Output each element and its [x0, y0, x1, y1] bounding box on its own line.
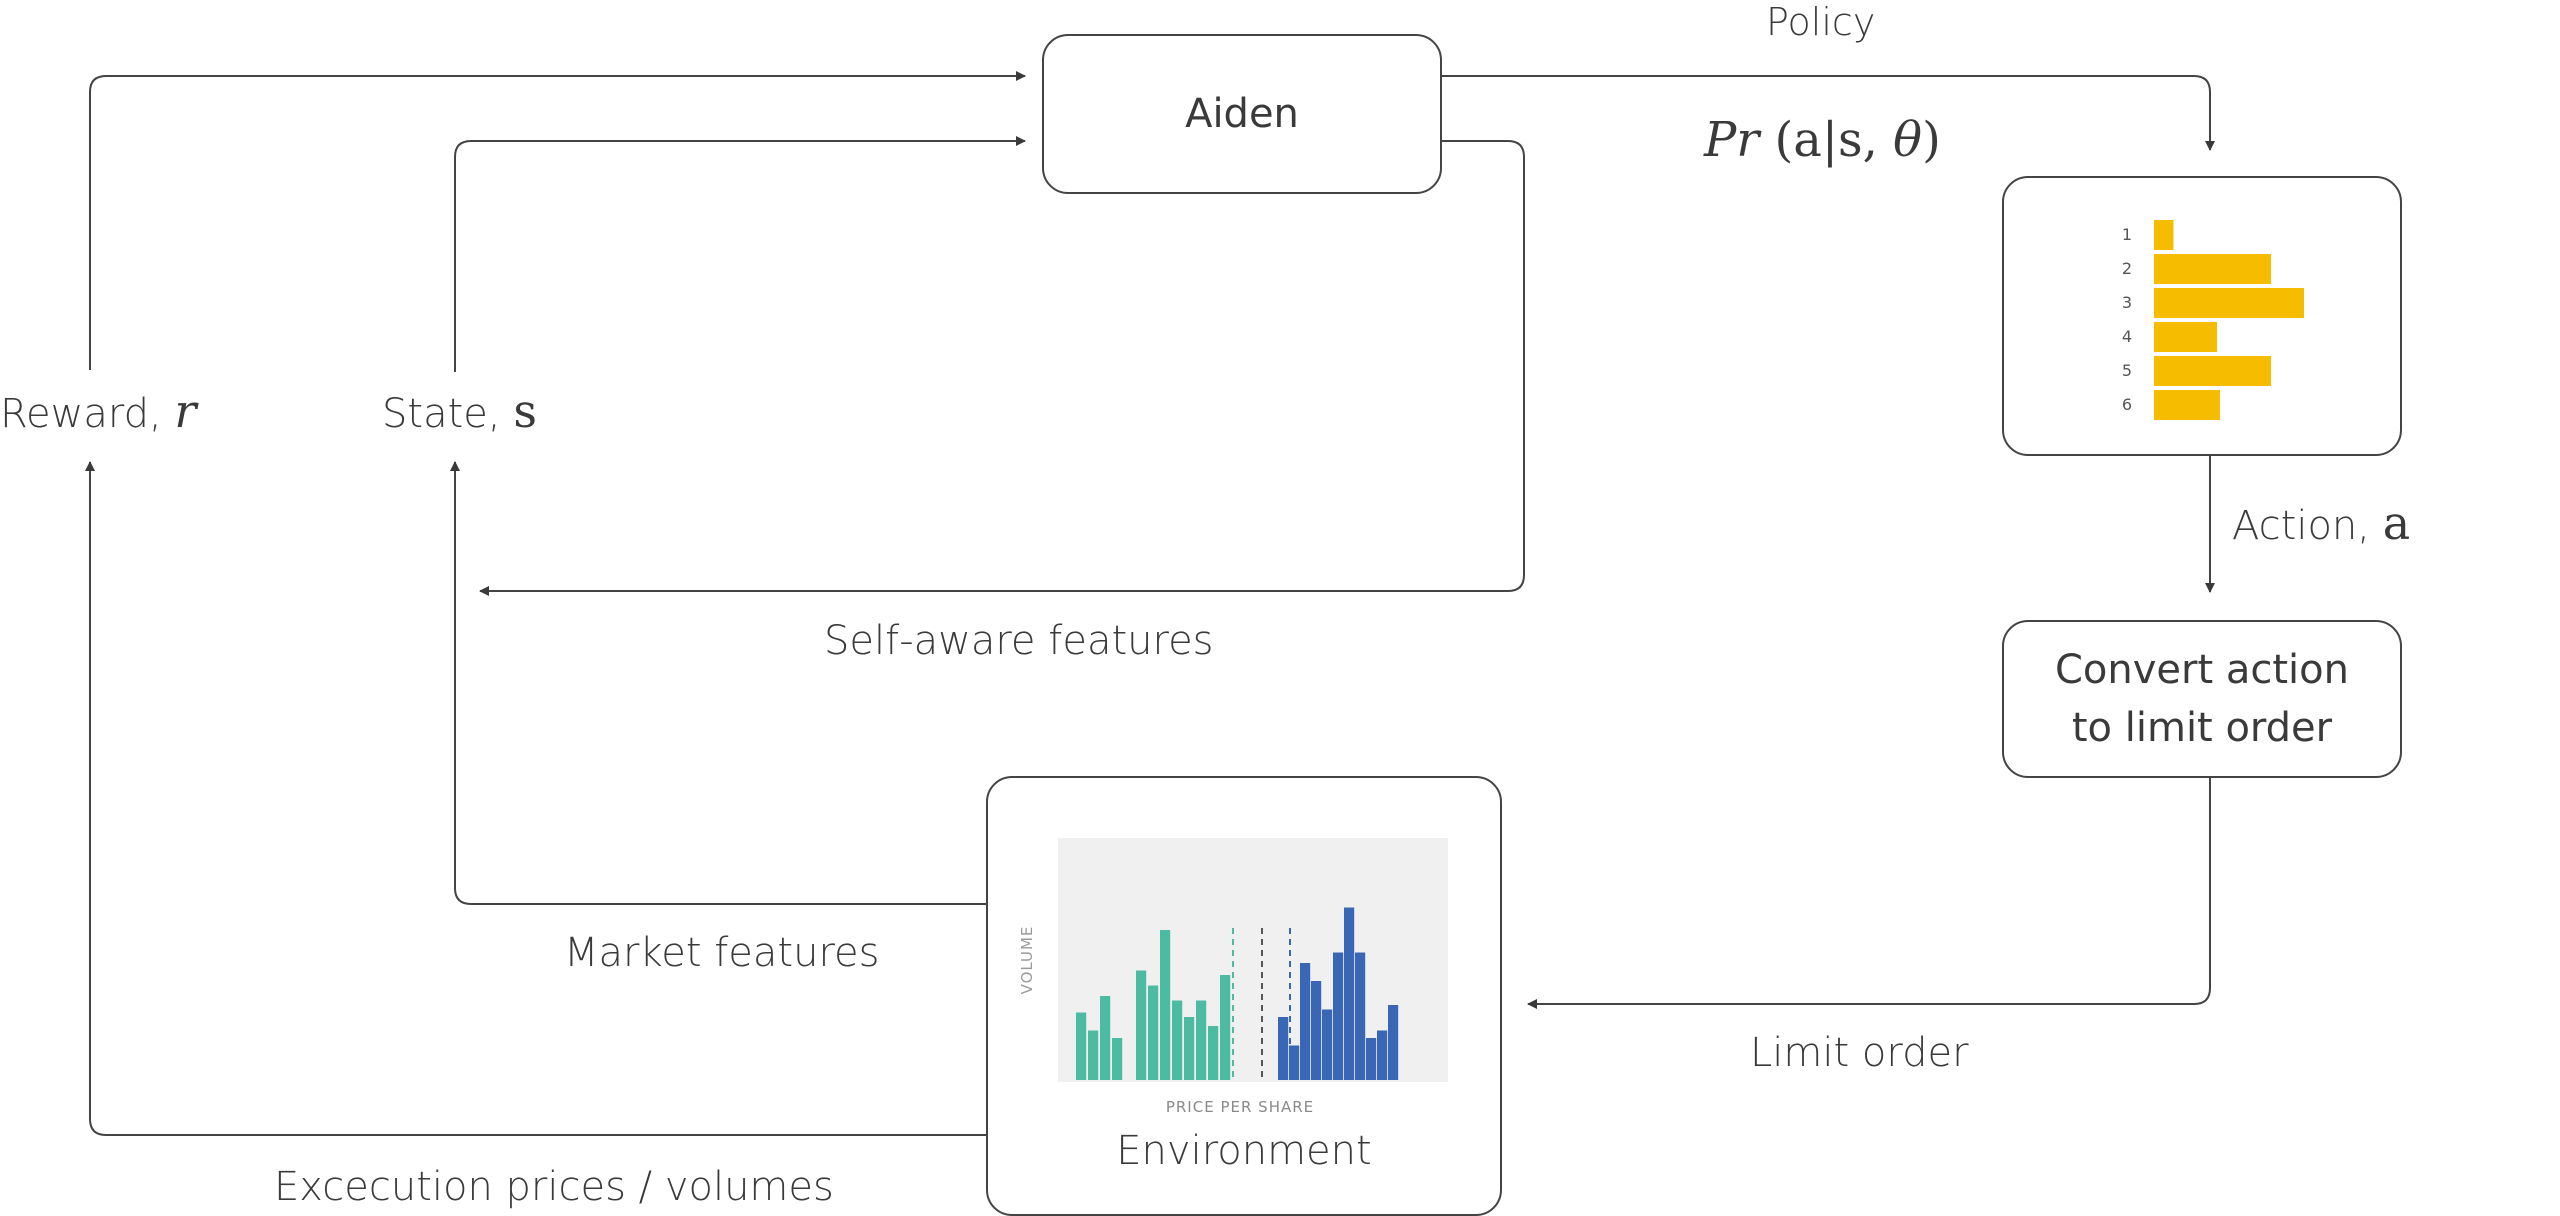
ask-bar [1355, 952, 1366, 1080]
bid-bar [1172, 1000, 1183, 1080]
ask-bar [1289, 1045, 1300, 1080]
policy-bar [2154, 356, 2271, 386]
reward-symbol: r [174, 384, 197, 438]
bid-bar [1112, 1038, 1123, 1080]
edge-policy [1440, 75, 2215, 151]
ask-bar [1322, 1009, 1333, 1080]
ask-bar [1388, 1005, 1399, 1080]
bid-bar [1196, 1000, 1207, 1080]
edge-execution [85, 461, 988, 1136]
state-label-text: State, [382, 391, 514, 437]
order-book-chart: VOLUME PRICE PER SHARE [1018, 838, 1448, 1116]
policy-tick-label: 5 [2122, 361, 2132, 380]
environment-label: Environment [1116, 1128, 1372, 1174]
bid-bar [1160, 930, 1171, 1080]
policy-bar [2154, 254, 2271, 284]
policy-label: Policy [1766, 0, 1876, 44]
state-symbol: s [513, 384, 537, 438]
policy-tick-label: 1 [2122, 225, 2132, 244]
edge-limit-order [1527, 778, 2211, 1009]
bid-bar [1208, 1026, 1219, 1080]
action-label: Action, a [2232, 496, 2410, 550]
limit-order-label: Limit order [1750, 1030, 1969, 1076]
bid-bar [1088, 1030, 1099, 1080]
policy-node: 1 2 3 4 5 6 [2002, 176, 2402, 456]
bid-bar [1184, 1017, 1195, 1080]
bid-bar [1100, 996, 1111, 1080]
order-book-x-axis-label: PRICE PER SHARE [1166, 1098, 1314, 1116]
policy-formula: Pr (a|s, θ) [1704, 112, 1941, 168]
ask-bar [1278, 1017, 1289, 1080]
self-aware-label: Self-aware features [824, 618, 1214, 664]
edge-market-features [450, 461, 988, 905]
policy-formula-close: ) [1922, 112, 1941, 168]
reward-label-text: Reward, [0, 391, 175, 437]
ask-bar [1344, 907, 1355, 1080]
ask-bar [1366, 1038, 1377, 1080]
convert-node: Convert action to limit order [2002, 620, 2402, 778]
policy-bar [2154, 390, 2220, 420]
policy-tick-label: 3 [2122, 293, 2132, 312]
environment-node: VOLUME PRICE PER SHARE Environment [986, 776, 1502, 1216]
action-symbol: a [2382, 496, 2411, 550]
order-book-y-axis-label: VOLUME [1018, 926, 1036, 995]
edge-self-aware [479, 140, 1525, 596]
action-label-text: Action, [2232, 503, 2383, 549]
bid-bar [1220, 975, 1231, 1080]
execution-label: Excecution prices / volumes [274, 1164, 834, 1210]
bid-bar [1136, 970, 1147, 1080]
convert-label-line-1: Convert action [2054, 647, 2349, 693]
policy-formula-pr: Pr [1704, 112, 1760, 168]
policy-bar [2154, 288, 2304, 318]
ask-bar [1311, 981, 1322, 1080]
bid-bar [1076, 1012, 1087, 1080]
ask-bar [1377, 1030, 1388, 1080]
policy-formula-theta: θ [1893, 112, 1923, 168]
policy-bar [2154, 322, 2217, 352]
policy-tick-label: 4 [2122, 327, 2132, 346]
agent-node: Aiden [1042, 34, 1442, 194]
ask-bar [1300, 963, 1311, 1080]
policy-formula-args: (a|s, [1759, 112, 1894, 168]
edge-reward-to-agent [89, 71, 1026, 370]
policy-bar [2154, 220, 2174, 250]
market-features-label: Market features [564, 930, 880, 976]
edge-state-to-agent [454, 136, 1026, 372]
policy-tick-label: 2 [2122, 259, 2132, 278]
state-label: State, s [382, 384, 537, 438]
agent-label: Aiden [1185, 91, 1299, 137]
bid-bar [1148, 985, 1159, 1080]
policy-tick-label: 6 [2122, 395, 2132, 414]
convert-label-line-2: to limit order [2071, 705, 2333, 751]
policy-bar-chart: 1 2 3 4 5 6 [2122, 220, 2304, 420]
ask-bar [1333, 952, 1344, 1080]
reward-label: Reward, r [0, 384, 196, 438]
